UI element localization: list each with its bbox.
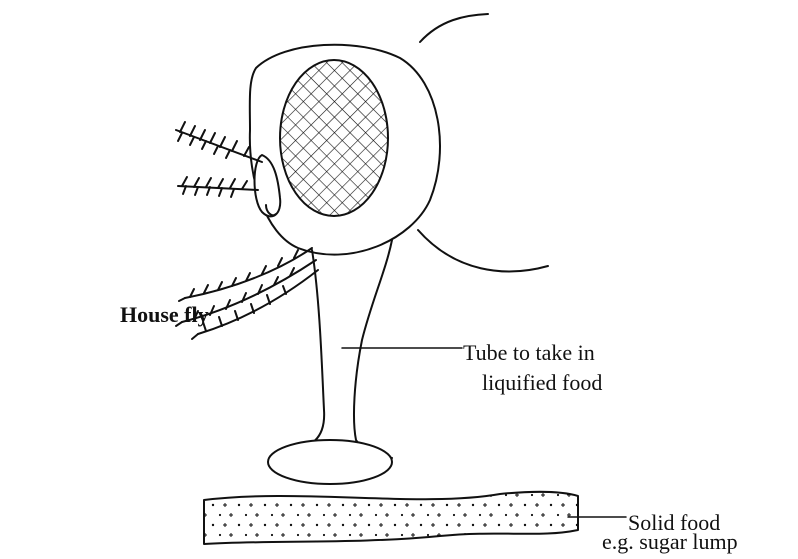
thorax-top-outline [420,14,488,42]
diagram-title: House fly [120,302,209,328]
palp-1 [185,248,312,298]
compound-eye [280,60,388,216]
proboscis-tube [286,240,392,458]
tube-label-line1: Tube to take in [463,340,595,366]
solid-food-label-line2: e.g. sugar lump [602,529,738,555]
palp-3 [198,270,318,334]
tube-label-line2: liquified food [482,370,602,396]
thorax-lower-outline [418,230,548,271]
labellum [268,440,392,484]
solid-food-lump [204,492,578,544]
